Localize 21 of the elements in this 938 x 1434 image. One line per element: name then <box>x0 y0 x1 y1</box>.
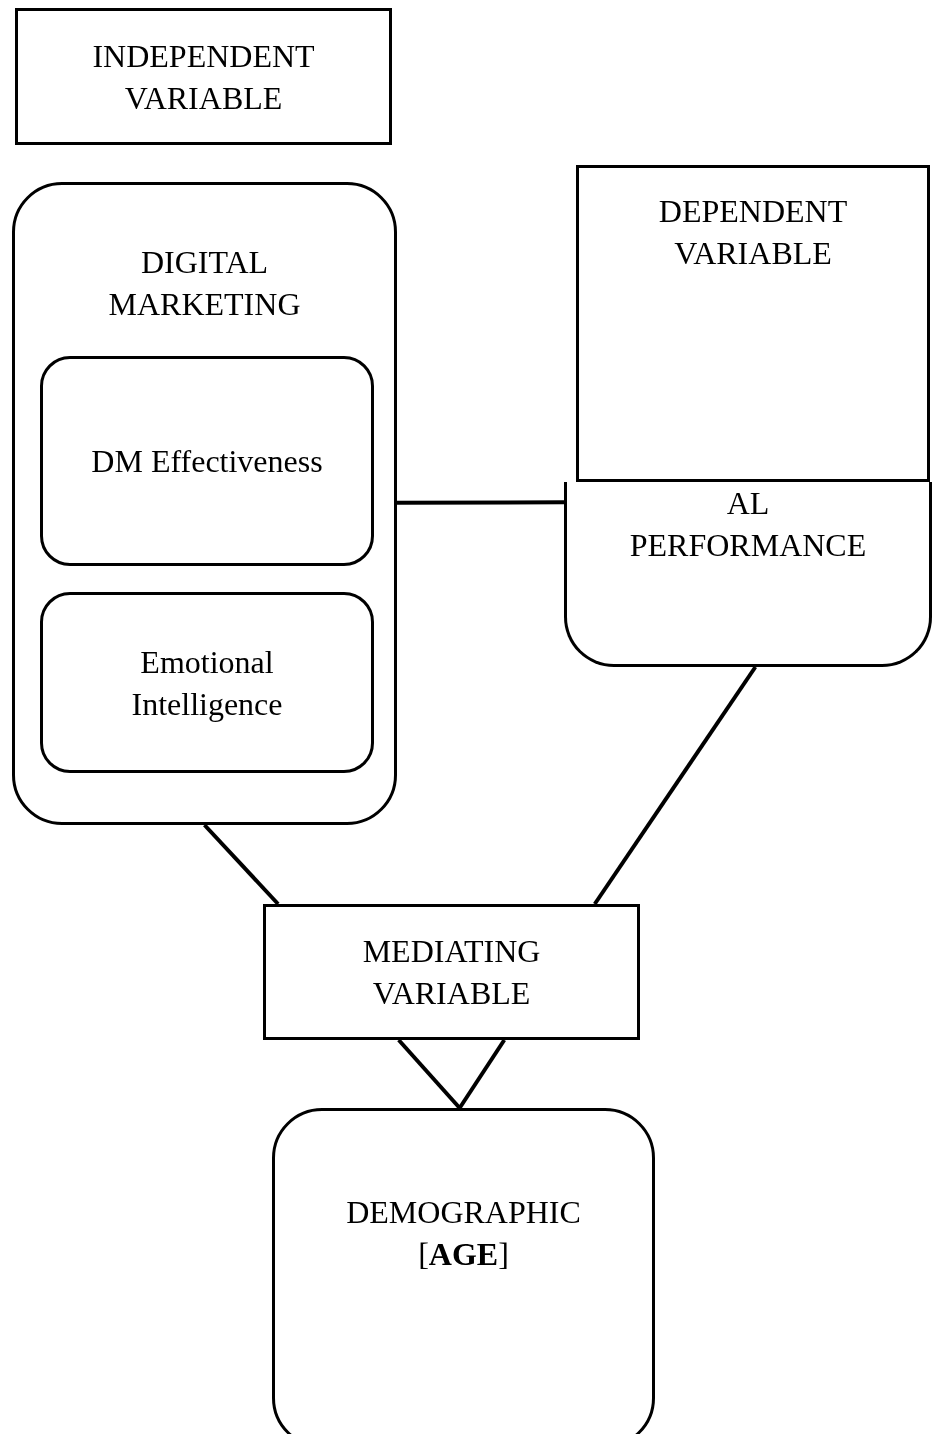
node-label: DEMOGRAPHIC [AGE] <box>345 1193 582 1274</box>
node-label: INDEPENDENT VARIABLE <box>91 36 316 118</box>
variable-box <box>576 165 930 482</box>
connector-line <box>397 500 564 505</box>
node-label: AL PERFORMANCE <box>628 484 868 565</box>
variable-box <box>263 904 640 1040</box>
rounded-box <box>272 1108 655 1434</box>
variable-box <box>15 8 392 145</box>
rounded-box <box>564 482 932 667</box>
connector-line <box>203 823 280 906</box>
node-label: DIGITAL MARKETING <box>107 243 302 324</box>
rounded-box <box>40 356 374 566</box>
node-label: Emotional Intelligence <box>130 642 284 724</box>
node-label: DEPENDENT VARIABLE <box>657 192 849 273</box>
rounded-box <box>12 182 397 825</box>
connector-line <box>397 1038 462 1110</box>
connector-line <box>458 1038 506 1110</box>
connector-line <box>593 665 757 906</box>
node-label: DM Effectiveness <box>91 442 323 481</box>
node-label: MEDIATING VARIABLE <box>361 932 542 1013</box>
rounded-box <box>40 592 374 773</box>
